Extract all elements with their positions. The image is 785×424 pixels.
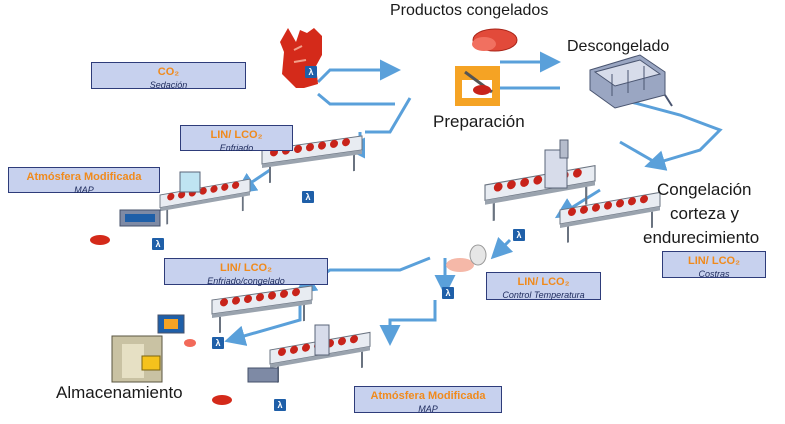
tunnel-icon: [589, 54, 673, 109]
storage-icon: [111, 335, 163, 383]
box-subtitle: Sedación: [149, 80, 188, 90]
package-icon: [119, 171, 279, 383]
box-subtitle: Enfriado: [219, 143, 254, 153]
liquid-gas-badge-icon: λ: [152, 238, 164, 250]
box-lin-enfriado-congelado: LIN/ LCO₂ Enfriado/congelado: [164, 258, 328, 286]
label-congelacion-1: Congelación: [657, 180, 752, 199]
box-lin-costras: LIN/ LCO₂ Costras: [662, 251, 766, 279]
liquid-gas-badge-icon: λ: [212, 337, 224, 349]
conveyor-icon: [210, 284, 314, 336]
box-title: LIN/ LCO₂: [517, 276, 570, 288]
conveyor-icon: [159, 178, 251, 227]
box-title: LIN/ LCO₂: [688, 255, 740, 267]
steak-icon: [90, 235, 487, 405]
box-title: Atmósfera Modificada: [26, 171, 142, 183]
box-title: CO₂: [157, 66, 180, 78]
steak-icon: [472, 28, 518, 52]
liquid-gas-badge-icon: λ: [305, 66, 317, 78]
box-subtitle: MAP: [418, 404, 438, 414]
box-subtitle: Control Temperatura: [502, 290, 585, 300]
box-subtitle: MAP: [74, 185, 94, 195]
box-atmosfera-modificada-2: Atmósfera Modificada MAP: [354, 386, 502, 414]
knife-icon: [455, 66, 500, 106]
box-lin-control-temperatura: LIN/ LCO₂ Control Temperatura: [486, 272, 601, 300]
box-title: LIN/ LCO₂: [220, 262, 272, 274]
liquid-gas-badge-icon: λ: [274, 399, 286, 411]
box-co2-sedacion: CO₂ Sedación: [91, 62, 246, 90]
liquid-gas-badge-icon: λ: [442, 287, 454, 299]
label-preparacion: Preparación: [433, 112, 525, 131]
box-lin-enfriado: LIN/ LCO₂ Enfriado: [180, 125, 293, 153]
liquid-gas-badge-icon: λ: [513, 229, 525, 241]
label-descongelado: Descongelado: [567, 38, 670, 55]
freezer-icon: [314, 139, 569, 356]
box-atmosfera-modificada-1: Atmósfera Modificada MAP: [8, 167, 160, 195]
box-subtitle: Costras: [698, 269, 730, 279]
label-congelacion-3: endurecimiento: [643, 228, 760, 247]
cow-icon: [280, 28, 322, 88]
box-title: LIN/ LCO₂: [210, 129, 263, 141]
label-productos: Productos congelados: [390, 2, 549, 19]
label-congelacion-2: corteza y: [670, 204, 739, 223]
box-title: Atmósfera Modificada: [370, 390, 486, 402]
box-subtitle: Enfriado/congelado: [207, 276, 285, 286]
label-almacenamiento: Almacenamiento: [56, 383, 183, 402]
liquid-gas-badge-icon: λ: [302, 191, 314, 203]
